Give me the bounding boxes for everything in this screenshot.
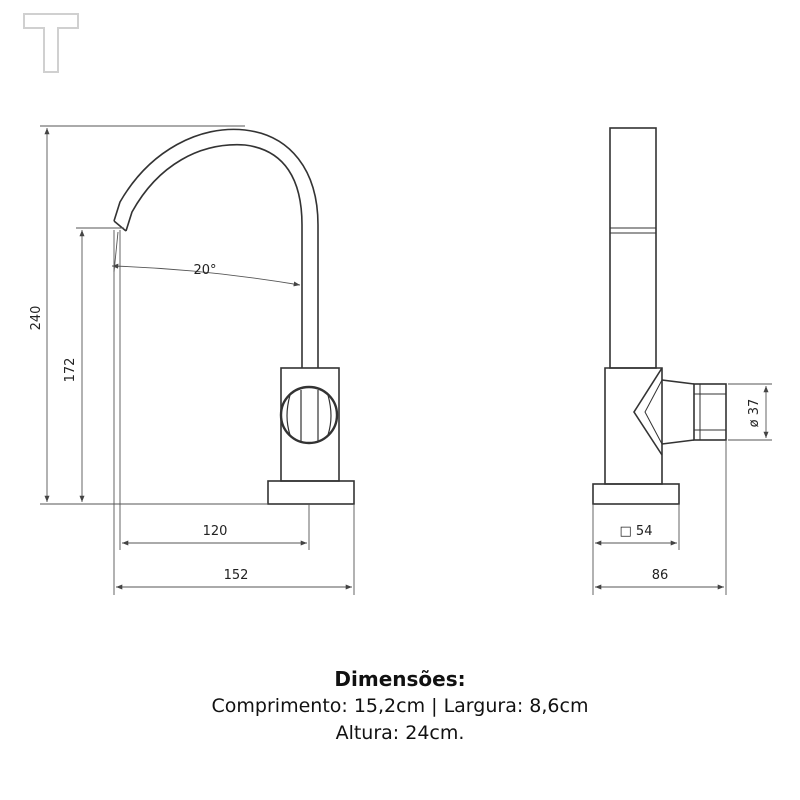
tap-handle xyxy=(279,385,339,445)
caption-height: Altura: 24cm. xyxy=(335,722,465,744)
side-dimensions xyxy=(592,383,772,595)
side-view xyxy=(592,127,727,505)
caption-title: Dimensões: xyxy=(334,667,466,691)
side-handle xyxy=(693,383,727,441)
spout-inner xyxy=(125,143,303,368)
side-body xyxy=(604,367,663,485)
side-handle-cone xyxy=(633,367,663,456)
dim-height-total: 240 xyxy=(29,306,44,331)
dim-handle-diameter: ø 37 xyxy=(747,399,762,428)
caption-dimensions: Comprimento: 15,2cm | Largura: 8,6cm xyxy=(211,695,589,717)
brand-logo xyxy=(23,13,79,73)
dim-angle: 20° xyxy=(193,263,216,278)
side-column xyxy=(609,127,657,369)
spout-outer xyxy=(113,128,319,368)
dim-height-spout: 172 xyxy=(63,358,78,383)
front-view xyxy=(113,128,355,505)
front-dimensions xyxy=(40,125,355,595)
dim-reach-spout: 120 xyxy=(203,524,228,539)
side-base xyxy=(592,483,680,505)
spout-tip xyxy=(113,220,127,232)
dim-width-total: 86 xyxy=(652,568,669,583)
dim-length-total: 152 xyxy=(224,568,249,583)
tap-base xyxy=(267,480,355,505)
dim-base-square: □ 54 xyxy=(620,524,653,539)
